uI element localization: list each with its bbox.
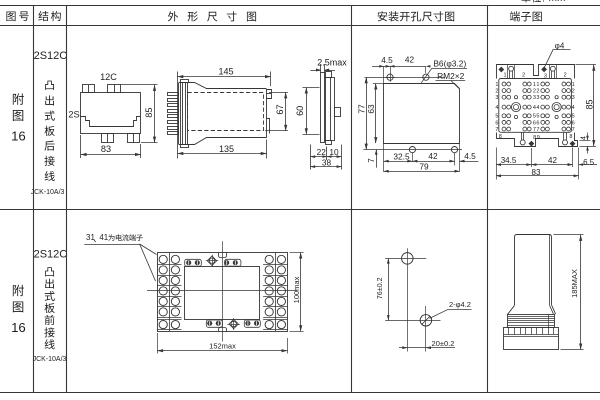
svg-text:7: 7 — [572, 127, 575, 133]
svg-text:JCK-10A/3: JCK-10A/3 — [33, 356, 67, 363]
svg-text:2: 2 — [533, 89, 536, 95]
svg-text:8: 8 — [569, 134, 572, 140]
svg-text:42: 42 — [428, 151, 438, 161]
svg-text:1: 1 — [495, 82, 498, 88]
svg-text:2S12C: 2S12C — [34, 248, 68, 260]
svg-text:16: 16 — [11, 129, 26, 144]
svg-text:4: 4 — [533, 105, 536, 111]
svg-text:4.5: 4.5 — [381, 55, 393, 65]
svg-text:3: 3 — [533, 95, 536, 101]
svg-text:152max: 152max — [209, 341, 236, 350]
svg-text:185MAX: 185MAX — [570, 269, 579, 298]
svg-text:2S12C: 2S12C — [34, 50, 68, 62]
svg-text:60: 60 — [295, 106, 305, 116]
svg-text:76±0.2: 76±0.2 — [375, 277, 384, 299]
svg-text:9: 9 — [537, 135, 540, 141]
svg-text:85: 85 — [144, 107, 154, 117]
svg-text:83: 83 — [532, 168, 541, 177]
svg-text:20±0.2: 20±0.2 — [432, 339, 455, 348]
svg-text:3: 3 — [572, 95, 575, 101]
svg-text:7: 7 — [367, 158, 376, 163]
svg-text:16: 16 — [11, 320, 26, 335]
svg-text:5: 5 — [572, 114, 575, 120]
svg-text:2: 2 — [536, 89, 539, 95]
svg-text:8: 8 — [533, 135, 536, 141]
svg-text:12C: 12C — [100, 72, 117, 82]
svg-text:mm: mm — [549, 0, 566, 4]
svg-text:6: 6 — [572, 120, 575, 126]
svg-text:3: 3 — [544, 74, 547, 80]
svg-text:83: 83 — [101, 144, 111, 154]
svg-text:34.5: 34.5 — [501, 156, 517, 165]
svg-text:5: 5 — [495, 114, 498, 120]
svg-text:31: 31 — [86, 233, 95, 242]
svg-text:42: 42 — [548, 156, 557, 165]
svg-text:63: 63 — [366, 104, 376, 114]
svg-text:22: 22 — [317, 147, 327, 157]
svg-text:3: 3 — [536, 95, 539, 101]
svg-text:6.5: 6.5 — [583, 158, 595, 167]
svg-text:42: 42 — [405, 55, 415, 65]
svg-text:2: 2 — [572, 89, 575, 95]
svg-text:6: 6 — [536, 120, 539, 126]
svg-text:2: 2 — [495, 89, 498, 95]
svg-text:4: 4 — [580, 136, 587, 140]
svg-text:38: 38 — [322, 157, 332, 167]
svg-text:145: 145 — [218, 66, 233, 76]
svg-text::: : — [542, 0, 545, 5]
svg-text:1: 1 — [572, 82, 575, 88]
svg-text:4: 4 — [495, 105, 498, 111]
svg-text:3: 3 — [495, 95, 498, 101]
svg-text:6: 6 — [495, 120, 498, 126]
svg-text:7: 7 — [536, 127, 539, 133]
svg-text:4: 4 — [572, 105, 575, 111]
svg-text:32.5: 32.5 — [393, 151, 410, 161]
svg-text:4.5: 4.5 — [464, 151, 476, 161]
svg-text:1: 1 — [533, 82, 536, 88]
svg-text:1: 1 — [503, 73, 506, 79]
svg-text:2-φ4.2: 2-φ4.2 — [449, 300, 471, 309]
svg-text:6: 6 — [533, 120, 536, 126]
svg-text:8: 8 — [499, 134, 502, 140]
svg-text:85: 85 — [585, 99, 595, 109]
svg-text:RM2×2: RM2×2 — [437, 71, 465, 81]
svg-text:2: 2 — [522, 73, 525, 79]
svg-text:B6(φ3.2): B6(φ3.2) — [433, 58, 466, 68]
svg-text:JCK-10A/3: JCK-10A/3 — [31, 189, 65, 196]
svg-text:2.5max: 2.5max — [317, 58, 347, 68]
svg-text:2: 2 — [564, 73, 567, 79]
svg-text:2S: 2S — [68, 110, 79, 120]
svg-text:77: 77 — [357, 104, 367, 114]
svg-text:41: 41 — [99, 233, 108, 242]
svg-text:1: 1 — [536, 82, 539, 88]
svg-text:67: 67 — [275, 104, 285, 114]
svg-text:4: 4 — [536, 105, 539, 111]
svg-text:5: 5 — [536, 114, 539, 120]
svg-text:10: 10 — [329, 147, 339, 157]
svg-text:φ4: φ4 — [555, 42, 565, 51]
svg-text:7: 7 — [533, 127, 536, 133]
svg-text:135: 135 — [219, 144, 234, 154]
svg-text:5: 5 — [533, 114, 536, 120]
svg-text:79: 79 — [419, 161, 429, 171]
svg-text:100max: 100max — [292, 276, 301, 303]
svg-text:7: 7 — [495, 127, 498, 133]
